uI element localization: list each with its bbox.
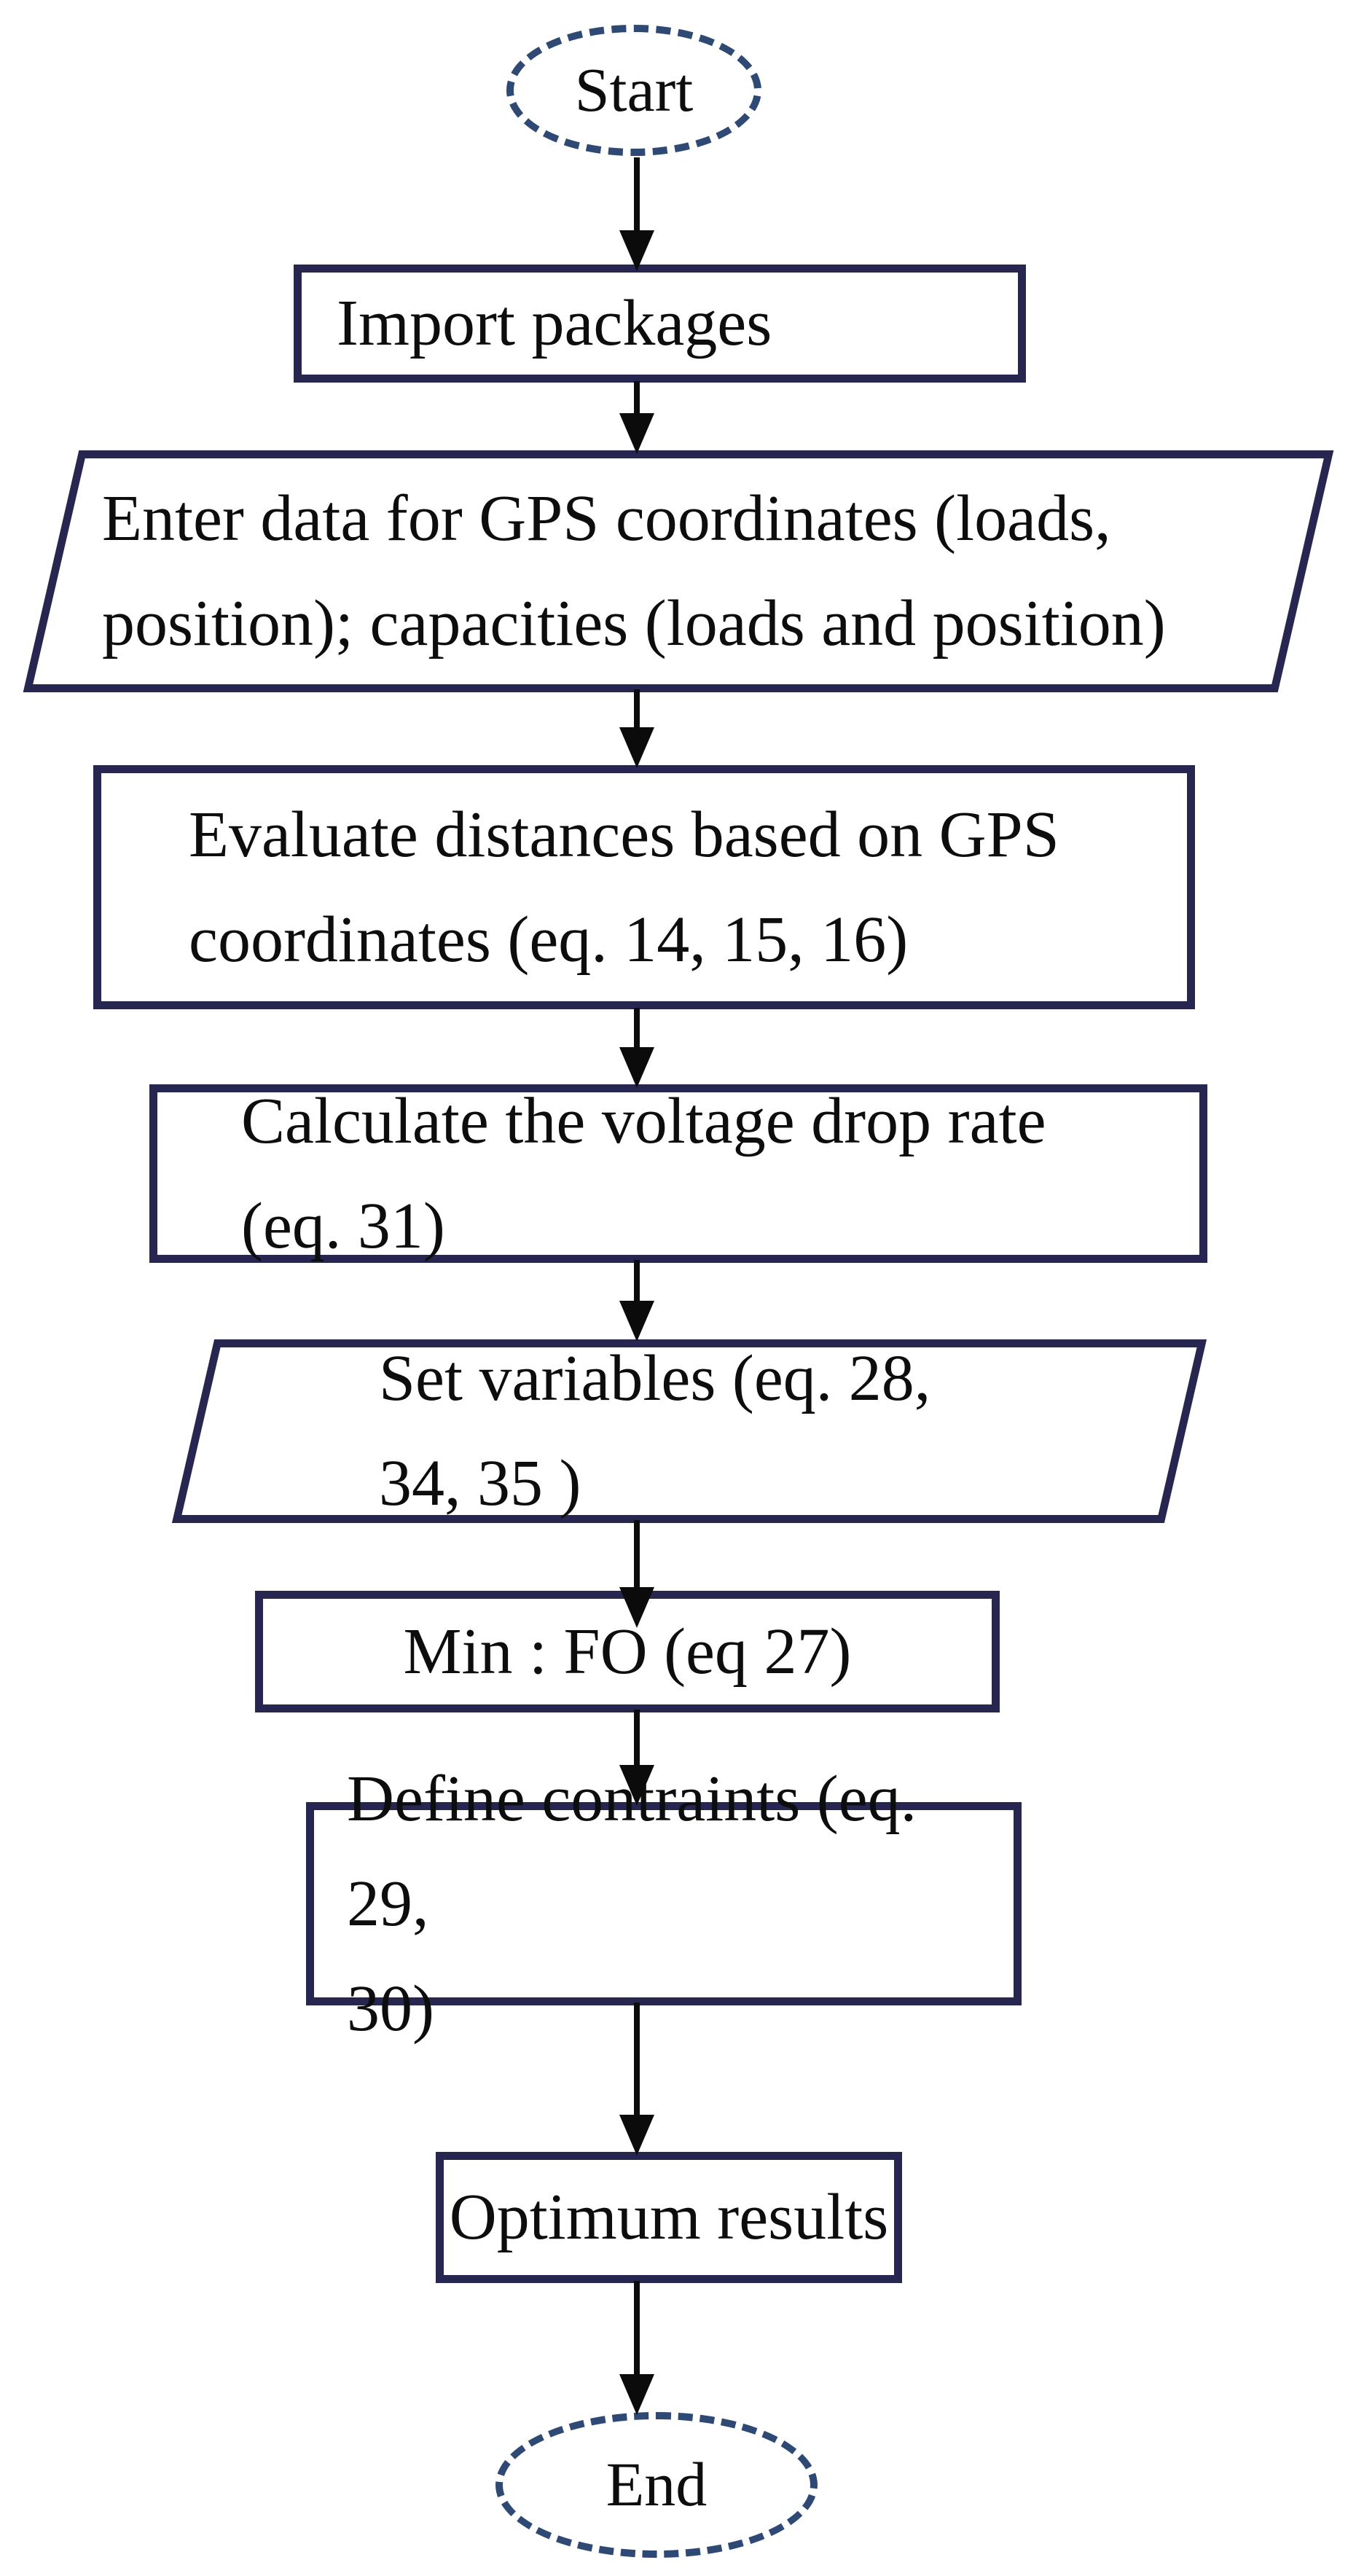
flowchart-node-end: End (495, 2412, 818, 2558)
arrow-head-icon (619, 413, 654, 454)
node-label: Evaluate distances based on GPS coordina… (189, 798, 1059, 976)
arrow-head-icon (619, 727, 654, 768)
arrow-head-icon (619, 1587, 654, 1628)
arrow-shaft (634, 381, 640, 420)
flow-arrow (619, 1710, 654, 1806)
arrow-shaft (634, 2003, 640, 2122)
flow-arrow (619, 157, 654, 271)
flowchart-node-import-packages: Import packages (294, 265, 1026, 383)
node-label: Optimum results (449, 2181, 889, 2253)
flow-arrow (619, 2003, 654, 2156)
arrow-shaft (634, 1260, 640, 1308)
flowchart-node-set-variables: Set variables (eq. 28, 34, 35 ) (171, 1339, 1207, 1523)
arrow-head-icon (619, 1301, 654, 1342)
flowchart-node-start: Start (506, 25, 761, 156)
node-label: Start (574, 55, 694, 125)
node-label: Import packages (337, 287, 772, 359)
arrow-head-icon (619, 2115, 654, 2156)
arrow-shaft (634, 1008, 640, 1054)
flow-arrow (619, 689, 654, 768)
node-label: End (606, 2449, 708, 2520)
node-label: Define contraints (eq. 29, 30) (347, 1762, 917, 2045)
flowchart-node-optimum-results: Optimum results (436, 2152, 902, 2283)
arrow-shaft (634, 689, 640, 735)
flowchart-node-evaluate-distances: Evaluate distances based on GPS coordina… (93, 765, 1195, 1009)
arrow-shaft (634, 2281, 640, 2381)
arrow-shaft (634, 1520, 640, 1594)
arrow-head-icon (619, 1047, 654, 1088)
node-label: Enter data for GPS coordinates (loads, p… (102, 482, 1166, 659)
flow-arrow (619, 1008, 654, 1088)
flow-arrow (619, 381, 654, 454)
arrow-head-icon (619, 2374, 654, 2415)
arrow-shaft (634, 157, 640, 238)
arrow-head-icon (619, 230, 654, 271)
flowchart-node-calculate-voltage-drop: Calculate the voltage drop rate (eq. 31) (149, 1084, 1207, 1263)
arrow-shaft (634, 1710, 640, 1772)
node-label: Set variables (eq. 28, 34, 35 ) (379, 1342, 931, 1519)
flowchart-node-enter-data: Enter data for GPS coordinates (loads, p… (23, 450, 1334, 692)
flow-arrow (619, 2281, 654, 2415)
flowchart-node-define-constraints: Define contraints (eq. 29, 30) (306, 1763, 1022, 2045)
node-label: Calculate the voltage drop rate (eq. 31) (241, 1084, 1046, 1262)
flow-arrow (619, 1520, 654, 1628)
arrow-head-icon (619, 1765, 654, 1806)
flow-arrow (619, 1260, 654, 1342)
